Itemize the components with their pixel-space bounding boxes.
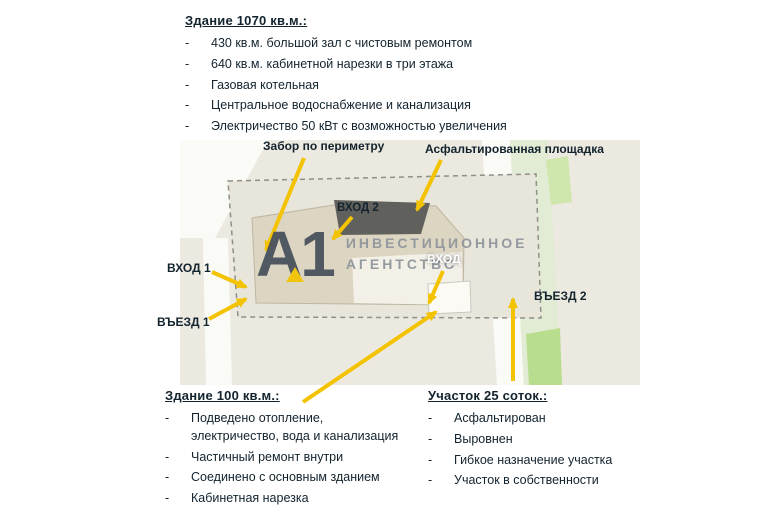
entrance1-arrow [211,270,248,289]
list-item-text: Участок в собственности [454,473,599,488]
list-item: - Асфальтирован [428,410,615,428]
green-patch-bottom [526,328,562,385]
asphalt-label: Асфальтированная площадка [425,142,604,156]
list-item: - Соединено с основным зданием [165,469,402,487]
list-item-text: Подведено отопление, электричество, вода… [191,411,399,443]
list-item: - Гибкое назначение участка [428,452,615,470]
list-item: - Газовая котельная [185,77,557,95]
bullet-dash: - [185,98,190,113]
entrance1-label: ВХОД 1 [167,261,211,275]
logo-accent-triangle [286,266,304,282]
list-item-text: Гибкое назначение участка [454,452,613,467]
bullet-dash: - [185,119,190,133]
road-top-left [180,140,268,238]
bullet-dash: - [428,411,433,425]
asphalt-arrow [415,159,443,212]
fence-arrow [264,157,306,252]
building-100-title: Здание 100 кв.м.: [165,388,280,403]
road-left [203,238,232,385]
bullet-dash: - [165,411,170,425]
list-item: - Кабинетная нарезка [165,490,402,508]
watermark-logo: А1 [256,222,336,286]
gate2-label: ВЪЕЗД 2 [534,289,587,303]
watermark-line2: АГЕНТСТВО [345,256,458,273]
list-item-text: 430 кв.м. большой зал с чистовым ремонто… [211,36,473,50]
entrance2-label: ВХОД 2 [337,202,379,214]
fence-label: Забор по периметру [263,139,385,153]
bullet-dash: - [185,36,190,50]
small-building-arrow [301,310,438,404]
list-item: - Электричество 50 кВт с возможностью ув… [185,118,557,136]
list-item-text: Электричество 50 кВт с возможностью увел… [211,119,507,133]
bullet-dash: - [165,491,170,505]
bullet-dash: - [428,452,433,467]
list-item-text: Кабинетная нарезка [191,491,309,505]
list-item-text: Выровнен [454,431,513,446]
list-item: - Участок в собственности [428,472,615,490]
building-100-block: Здание 100 кв.м.: - Подведено отопление,… [165,388,402,511]
main-building-dark-roof [334,200,430,235]
plot-25-title: Участок 25 соток.: [428,388,548,403]
building-1070-title: Здание 1070 кв.м.: [185,13,308,28]
list-item: - Выровнен [428,431,615,449]
list-item: - Центральное водоснабжение и канализаци… [185,97,557,115]
list-item-text: 640 кв.м. кабинетной нарезки в три этажа [211,56,454,71]
bullet-dash: - [185,56,190,71]
entrance-small-label: ВХОД [427,252,461,266]
bullet-dash: - [428,431,433,446]
list-item-text: Центральное водоснабжение и канализация [211,98,471,113]
watermark: А1 ИНВЕСТИЦИОННОЕ АГЕНТСТВО [256,222,528,286]
entrance-small-arrow [427,270,445,305]
list-item-text: Частичный ремонт внутри [191,449,344,464]
watermark-line1: ИНВЕСТИЦИОННОЕ [345,235,528,252]
bullet-dash: - [428,473,433,488]
list-item: - 430 кв.м. большой зал с чистовым ремон… [185,35,557,53]
list-item: - 640 кв.м. кабинетной нарезки в три эта… [185,56,557,74]
green-patch-top [546,156,572,205]
plot-25-block: Участок 25 соток.: - Асфальтирован - Выр… [428,388,615,493]
list-item-text: Газовая котельная [211,77,319,92]
bullet-dash: - [165,470,170,485]
list-item: - Подведено отопление, электричество, во… [165,410,402,446]
list-item-text: Асфальтирован [454,411,546,425]
gate1-arrow [208,297,248,321]
entrance2-arrow [331,215,354,241]
building-1070-block: Здание 1070 кв.м.: - 430 кв.м. большой з… [185,13,557,139]
gate1-label: ВЪЕЗД 1 [157,315,210,329]
list-item-text: Соединено с основным зданием [191,470,380,485]
bullet-dash: - [185,77,190,92]
watermark-text: ИНВЕСТИЦИОННОЕ АГЕНТСТВО [346,233,528,275]
bullet-dash: - [165,449,170,464]
list-item: - Частичный ремонт внутри [165,449,402,467]
